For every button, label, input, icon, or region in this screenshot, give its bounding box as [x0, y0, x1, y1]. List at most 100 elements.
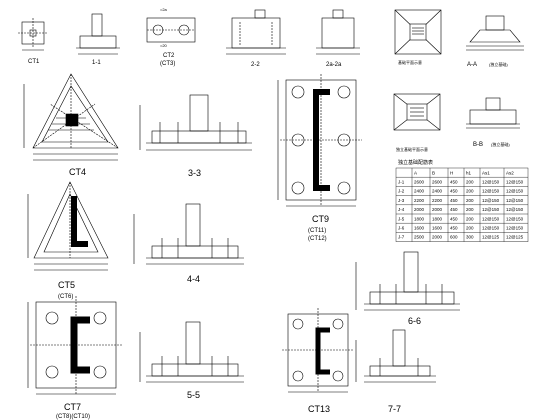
ct1-plan: CT1: [18, 18, 48, 65]
label-ct3: (CT3): [160, 61, 175, 67]
label-section-a-a-note: (独立基础): [489, 61, 508, 67]
table-cell: J-1: [398, 180, 405, 185]
table-cell: 12@150: [482, 216, 500, 221]
table-cell: 12@150: [506, 189, 524, 194]
table-cell: 200: [466, 180, 474, 185]
table-header-cell: B: [432, 170, 435, 175]
section-2a-2a: 2a-2a: [316, 9, 360, 68]
table-cell: 2000: [432, 235, 443, 240]
table-cell: J-5: [398, 216, 405, 221]
table-cell: 12@125: [506, 235, 524, 240]
label-foundation-plan-b: 独立基础平面示意: [396, 146, 428, 152]
table-cell: 2400: [414, 189, 425, 194]
table-cell: 12@125: [482, 235, 500, 240]
label-section-7-7: 7-7: [388, 404, 401, 414]
label-ct11: (CT11): [308, 228, 326, 234]
label-section-1-1: 1-1: [92, 60, 101, 66]
table-cell: 1800: [414, 216, 425, 221]
table-cell: 200: [466, 216, 474, 221]
label-ct8: (CT8)(CT10): [56, 414, 90, 420]
table-header-cell: H: [450, 170, 453, 175]
label-section-2a-2a: 2a-2a: [326, 62, 342, 68]
table-cell: 1800: [432, 216, 443, 221]
note-2a: =2a: [160, 7, 168, 12]
table-cell: 12@150: [482, 180, 500, 185]
table-cell: 12@150: [506, 226, 524, 231]
table-cell: 2200: [414, 198, 425, 203]
section-a-a: A-A (独立基础): [466, 15, 524, 68]
table-cell: 450: [450, 226, 458, 231]
table-header-cell: As1: [482, 170, 490, 175]
table-cell: 2000: [414, 207, 425, 212]
table-cell: 200: [466, 226, 474, 231]
foundation-plan-b: 独立基础平面示意: [393, 93, 441, 152]
section-b-b: B-B (独立基础): [466, 97, 520, 148]
table-cell: 12@150: [506, 207, 524, 212]
note-20: =20: [160, 43, 168, 48]
table-cell: 12@150: [482, 226, 500, 231]
table-cell: 2500: [414, 235, 425, 240]
label-section-b-b: B-B: [473, 142, 483, 148]
label-ct9: CT9: [312, 214, 329, 224]
table-cell: 2200: [432, 198, 443, 203]
label-ct1: CT1: [28, 59, 40, 65]
section-1-1: 1-1: [76, 13, 120, 66]
table-cell: J-7: [398, 235, 405, 240]
label-ct6: (CT6): [58, 294, 73, 300]
label-ct12: (CT12): [308, 236, 327, 242]
table-header-cell: As2: [506, 170, 514, 175]
table-cell: 12@150: [506, 216, 524, 221]
ct13-plan: CT13: [282, 308, 354, 414]
table-cell: 200: [466, 198, 474, 203]
table-cell: 2400: [432, 189, 443, 194]
label-section-2-2: 2-2: [251, 62, 260, 68]
table-cell: 450: [450, 198, 458, 203]
table-cell: 200: [466, 207, 474, 212]
table-cell: 1600: [414, 226, 425, 231]
label-ct4: CT4: [69, 167, 86, 177]
table-cell: 450: [450, 216, 458, 221]
table-cell: 450: [450, 189, 458, 194]
label-section-4-4: 4-4: [187, 274, 200, 284]
ct4-plan: CT4: [23, 73, 119, 177]
table-cell: 12@150: [482, 207, 500, 212]
section-2-2: 2-2: [226, 9, 286, 68]
table-cell: 300: [466, 235, 474, 240]
label-section-3-3: 3-3: [188, 168, 201, 178]
table-cell: 600: [450, 235, 458, 240]
label-section-5-5: 5-5: [187, 390, 200, 400]
table-header-cell: h1: [466, 170, 472, 175]
table-cell: 450: [450, 207, 458, 212]
table-cell: 2000: [432, 207, 443, 212]
table-cell: 2600: [414, 180, 425, 185]
table-cell: J-4: [398, 207, 405, 212]
ct9-plan: CT9 (CT11) (CT12): [277, 74, 362, 242]
table-cell: 2600: [432, 180, 443, 185]
label-section-a-a: A-A: [467, 62, 477, 68]
table-cell: 200: [466, 189, 474, 194]
table-cell: 1600: [432, 226, 443, 231]
label-ct13: CT13: [308, 404, 330, 414]
section-4-4: 4-4: [133, 203, 244, 284]
label-section-b-b-note: (独立基础): [491, 141, 510, 147]
table-title: 独立基础配筋表: [398, 159, 433, 166]
table-header-cell: A: [414, 170, 417, 175]
label-ct2: CT2: [163, 53, 175, 59]
ct5-plan: CT5 (CT6): [27, 181, 109, 300]
ct2-plan: =2a =20 CT2 (CT3): [146, 7, 196, 67]
label-foundation-plan-a: 基础平面示意: [398, 59, 422, 65]
foundation-plan-a: 基础平面示意: [394, 9, 442, 65]
table-cell: 450: [450, 180, 458, 185]
ct7-plan: CT7 (CT8)(CT10): [27, 296, 122, 420]
table-cell: J-2: [398, 189, 405, 194]
table-cell: 12@150: [482, 189, 500, 194]
section-7-7: 7-7: [355, 329, 436, 414]
table-cell: J-6: [398, 226, 405, 231]
label-ct5: CT5: [58, 280, 75, 290]
section-6-6: 6-6: [355, 251, 460, 326]
table-cell: 12@150: [506, 198, 524, 203]
label-section-6-6: 6-6: [408, 316, 421, 326]
table-cell: J-3: [398, 198, 405, 203]
